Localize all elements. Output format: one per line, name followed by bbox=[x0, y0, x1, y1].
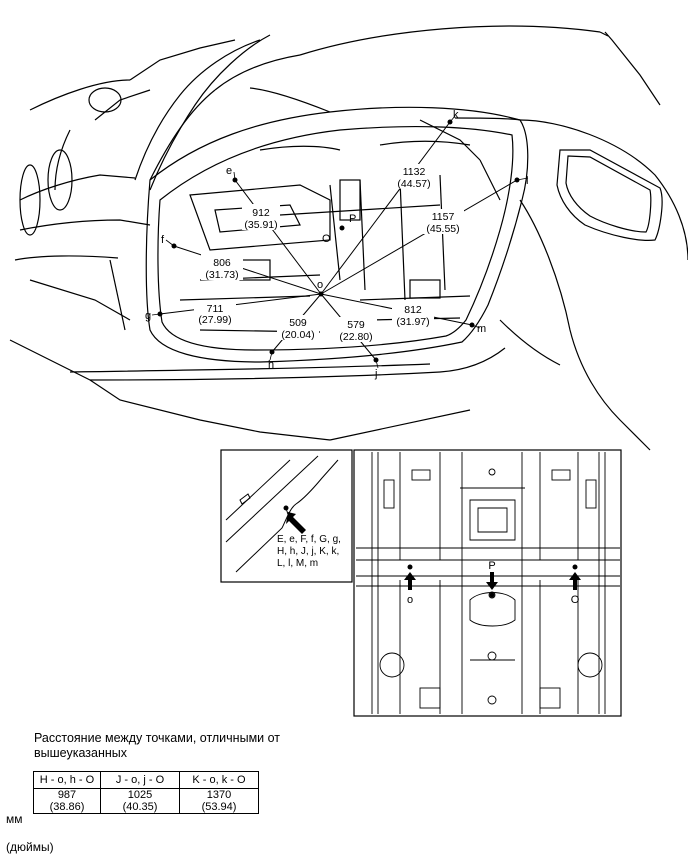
unit-mm-label: мм bbox=[6, 812, 23, 826]
distance-table: H - o, h - O J - o, j - O K - o, k - O 9… bbox=[33, 771, 259, 814]
point-h-label: h bbox=[268, 359, 274, 371]
table-header-cell: H - o, h - O bbox=[33, 771, 101, 789]
floor-label-P: P bbox=[488, 560, 495, 572]
detail-point-dot bbox=[283, 505, 289, 511]
point-O-dot bbox=[339, 225, 345, 231]
point-m-dot bbox=[469, 322, 475, 328]
dim-912-in: (35.91) bbox=[244, 219, 277, 231]
other-points-note: Расстояние между точками, отличными от в… bbox=[34, 731, 281, 760]
cell-mm: 987 bbox=[57, 789, 77, 801]
dim-579-in: (22.80) bbox=[339, 331, 372, 343]
point-l-label: l bbox=[526, 175, 528, 187]
floor-point-P-dot bbox=[489, 592, 495, 598]
point-k-label: k bbox=[453, 109, 459, 121]
unit-inch-label: (дюймы) bbox=[6, 840, 54, 854]
point-k-dot bbox=[447, 119, 453, 125]
dim-711-mm: 711 bbox=[207, 303, 224, 315]
detail-line-2: H, h, J, j, K, k, bbox=[277, 546, 339, 557]
dim-711-in: (27.99) bbox=[198, 314, 231, 326]
arrow-down-P-icon bbox=[486, 572, 498, 590]
point-l-dot bbox=[514, 177, 520, 183]
point-j-label: j bbox=[374, 368, 377, 380]
point-m-label: m bbox=[477, 323, 486, 335]
table-cell: 1370 (53.94) bbox=[179, 788, 259, 814]
dim-509-in: (20.04) bbox=[281, 329, 314, 341]
detail-line-3: L, l, M, m bbox=[277, 558, 318, 569]
dim-812-in: (31.97) bbox=[396, 316, 429, 328]
point-e-dot bbox=[232, 177, 238, 183]
dim-806-in: (31.73) bbox=[205, 269, 238, 281]
body-dimension-diagram: e f g h j m l k o O P 912 (35.91) 806 (3… bbox=[9, 25, 688, 717]
point-e-label: e bbox=[226, 165, 232, 177]
point-f-dot bbox=[171, 243, 177, 249]
cell-mm: 1025 bbox=[127, 789, 153, 801]
cell-in: (53.94) bbox=[201, 801, 237, 813]
dim-812-mm: 812 bbox=[404, 304, 422, 316]
measurement-lines bbox=[159, 121, 518, 361]
table-header-row: H - o, h - O J - o, j - O K - o, k - O bbox=[33, 771, 259, 789]
floor-point-O-dot bbox=[572, 564, 578, 570]
point-O-label: O bbox=[322, 233, 331, 245]
cell-in: (40.35) bbox=[122, 801, 158, 813]
dim-1157-in: (45.55) bbox=[426, 223, 459, 235]
floor-label-o: o bbox=[407, 594, 413, 606]
table-cell: 987 (38.86) bbox=[33, 788, 101, 814]
table-cell: 1025 (40.35) bbox=[100, 788, 180, 814]
detail-inset: E, e, F, f, G, g, H, h, J, j, K, k, L, l… bbox=[220, 449, 353, 583]
point-h-dot bbox=[269, 349, 275, 355]
car-body-outline bbox=[9, 25, 688, 451]
dim-1132-mm: 1132 bbox=[403, 166, 426, 178]
dim-806-mm: 806 bbox=[213, 257, 231, 269]
measurement-points bbox=[157, 119, 520, 363]
point-P-label: P bbox=[349, 213, 356, 225]
floor-label-O: O bbox=[571, 594, 580, 606]
table-row: 987 (38.86) 1025 (40.35) 1370 (53.94) bbox=[33, 788, 259, 814]
point-o-dot bbox=[318, 291, 324, 297]
cell-in: (38.86) bbox=[49, 801, 85, 813]
floor-point-o-dot bbox=[407, 564, 413, 570]
detail-arrow-icon bbox=[286, 512, 306, 534]
table-header-cell: J - o, j - O bbox=[100, 771, 180, 789]
arrow-up-o-icon bbox=[404, 572, 416, 590]
dim-1132-in: (44.57) bbox=[397, 178, 430, 190]
dim-509-mm: 509 bbox=[289, 317, 307, 329]
dim-1157-mm: 1157 bbox=[432, 211, 455, 223]
dim-579-mm: 579 bbox=[347, 319, 365, 331]
detail-line-1: E, e, F, f, G, g, bbox=[277, 534, 341, 545]
cell-mm: 1370 bbox=[206, 789, 232, 801]
point-j-dot bbox=[373, 357, 379, 363]
point-g-label: g bbox=[145, 310, 151, 322]
point-g-dot bbox=[157, 311, 163, 317]
point-o-label: o bbox=[317, 279, 323, 291]
table-header-cell: K - o, k - O bbox=[179, 771, 259, 789]
arrow-up-O-icon bbox=[569, 572, 581, 590]
dim-912-mm: 912 bbox=[252, 207, 270, 219]
point-f-label: f bbox=[161, 234, 165, 246]
floor-inset: o P O bbox=[353, 449, 622, 717]
